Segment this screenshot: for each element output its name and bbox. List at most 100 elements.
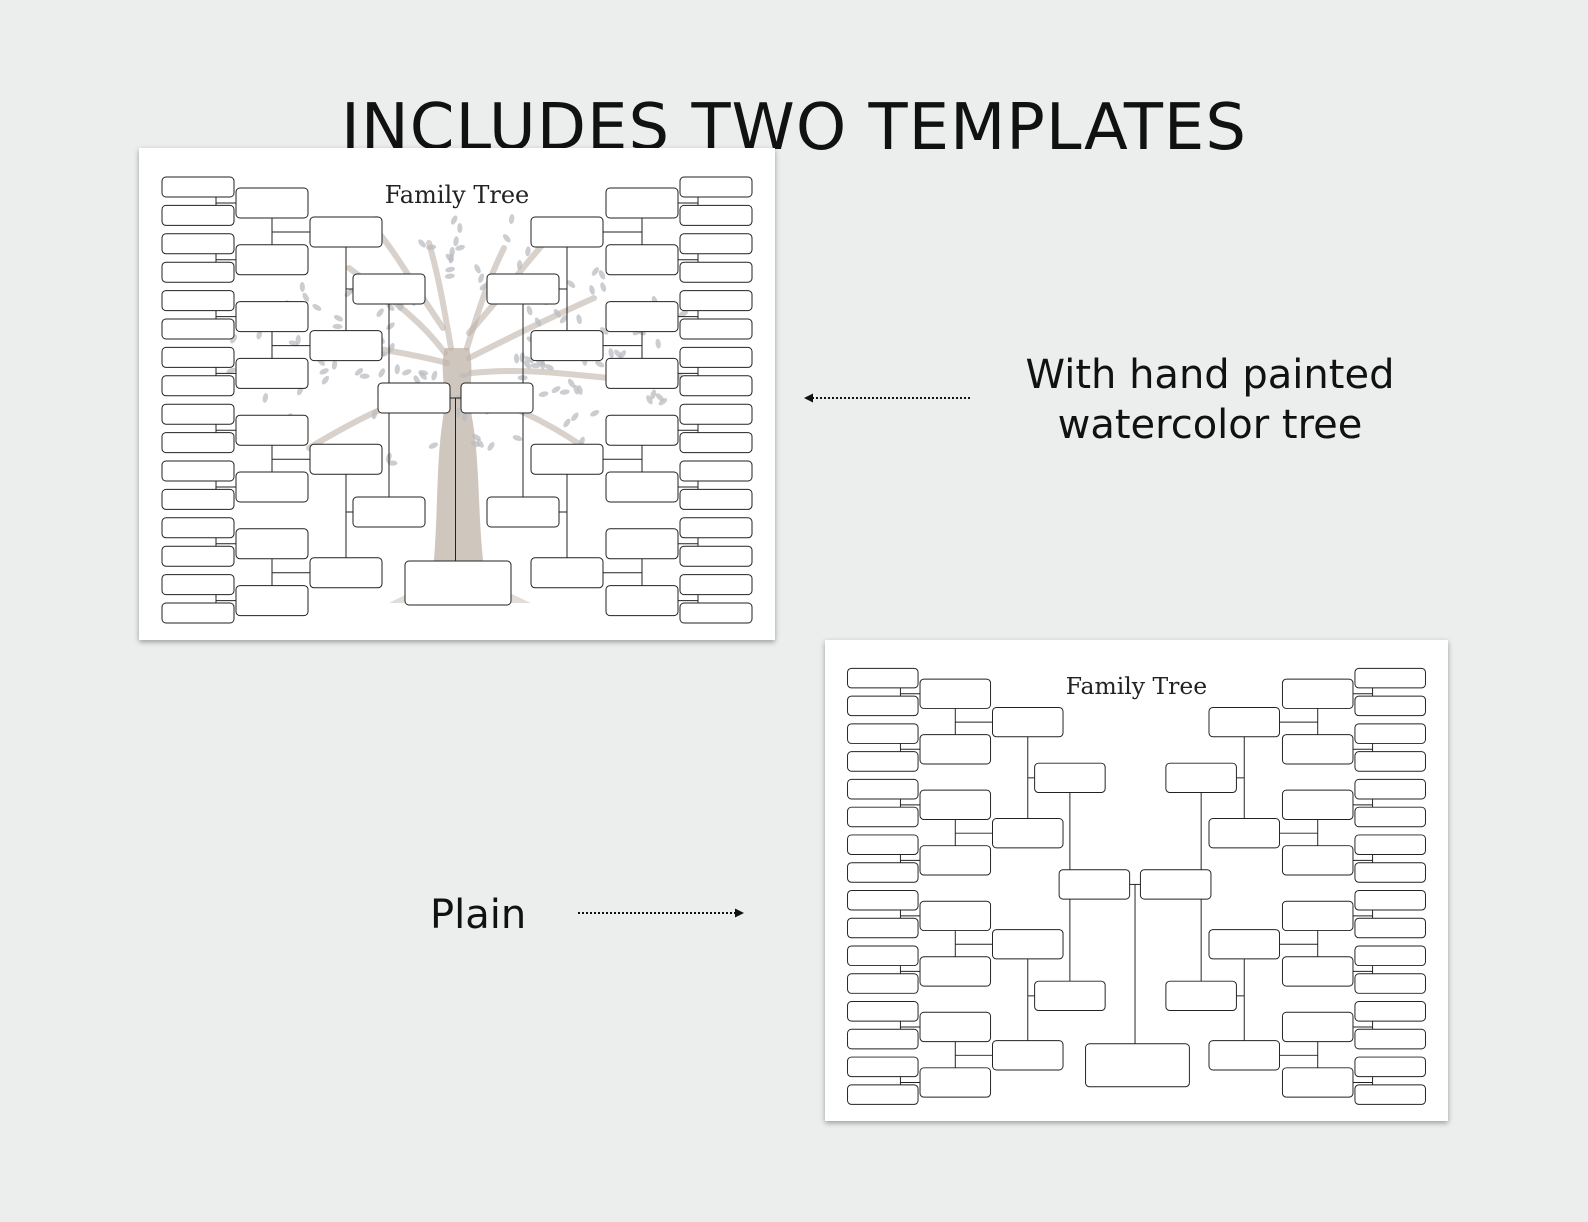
leaf [544, 364, 554, 371]
name-box [1208, 706, 1281, 738]
leaf [445, 253, 454, 262]
leaf [567, 378, 575, 388]
leaf [487, 441, 495, 451]
leaf [595, 360, 605, 368]
name-box [309, 330, 383, 362]
name-box [161, 261, 235, 283]
name-box [235, 471, 309, 503]
name-box [919, 956, 992, 987]
leaf [226, 367, 236, 374]
leaf [461, 411, 468, 422]
leaf [449, 246, 455, 257]
name-box [1281, 956, 1354, 987]
leaf [455, 407, 462, 418]
leaf [453, 236, 459, 247]
name-box [679, 290, 753, 312]
name-box [992, 818, 1064, 849]
name-box [161, 602, 235, 624]
name-box [1165, 762, 1237, 794]
caption-line: Plain [430, 892, 527, 938]
name-box [235, 414, 309, 446]
leaf [378, 368, 386, 378]
name-box [605, 471, 679, 503]
leaf [512, 435, 523, 441]
name-box [679, 176, 753, 198]
name-box [161, 346, 235, 368]
leaf [563, 418, 571, 428]
leaf [523, 360, 531, 369]
name-box [679, 602, 753, 624]
leaf [413, 375, 421, 385]
name-box [847, 778, 919, 800]
name-box [235, 301, 309, 333]
name-box [1354, 751, 1426, 772]
name-box [161, 545, 235, 567]
leaf [402, 369, 412, 376]
branch [426, 240, 454, 351]
name-box [679, 403, 753, 425]
leaf [445, 266, 456, 273]
caption-line: watercolor tree [1057, 402, 1363, 448]
template-title: Family Tree [1066, 672, 1207, 700]
name-box [992, 706, 1064, 738]
name-box [161, 375, 235, 397]
leaf [256, 329, 263, 340]
leaf [590, 410, 600, 417]
leaf [359, 373, 370, 379]
leaf [418, 239, 426, 248]
root-name-box [1085, 1043, 1190, 1088]
name-box [1281, 678, 1354, 709]
name-box [847, 1028, 919, 1050]
name-box [1354, 778, 1426, 800]
watercolor-template-diagram: Family Tree [161, 176, 753, 624]
leaf [426, 244, 437, 250]
leaf [386, 322, 395, 330]
name-box [679, 545, 753, 567]
name-box [847, 1084, 919, 1105]
leaf [418, 371, 427, 380]
leaf [559, 314, 568, 324]
name-box [679, 460, 753, 482]
leaf [376, 308, 384, 317]
leaf [608, 348, 614, 359]
name-box [486, 496, 560, 528]
leaf [388, 342, 395, 353]
watercolor-template-sheet: Family Tree [139, 148, 775, 640]
name-box [1281, 789, 1354, 820]
leaf [655, 393, 664, 402]
name-box [235, 585, 309, 617]
caption-line: With hand painted [1025, 352, 1395, 398]
name-box [161, 488, 235, 510]
leaf [551, 386, 561, 394]
name-box [309, 216, 383, 248]
name-box [530, 443, 604, 475]
name-box [1034, 980, 1106, 1012]
leaf [319, 368, 329, 375]
name-box [352, 496, 426, 528]
name-box [161, 233, 235, 255]
name-box [161, 432, 235, 454]
leaf [519, 352, 525, 363]
leaf [457, 223, 463, 234]
name-box [1208, 1040, 1281, 1071]
name-box [1208, 818, 1281, 849]
leaf [530, 363, 541, 369]
leaf [516, 259, 523, 270]
name-box [679, 261, 753, 283]
leaf [509, 214, 515, 225]
name-box [847, 667, 919, 689]
name-box [1139, 869, 1212, 900]
name-box [847, 723, 919, 744]
arrow-left-icon [804, 393, 972, 403]
name-box [1354, 1028, 1426, 1050]
name-box [679, 432, 753, 454]
name-box [1354, 862, 1426, 883]
name-box [1354, 1001, 1426, 1022]
name-box [679, 318, 753, 340]
name-box [847, 695, 919, 717]
leaf [332, 323, 343, 330]
name-box [1058, 869, 1131, 900]
name-box [919, 1011, 992, 1043]
leaf [479, 283, 489, 291]
name-box [605, 357, 679, 389]
